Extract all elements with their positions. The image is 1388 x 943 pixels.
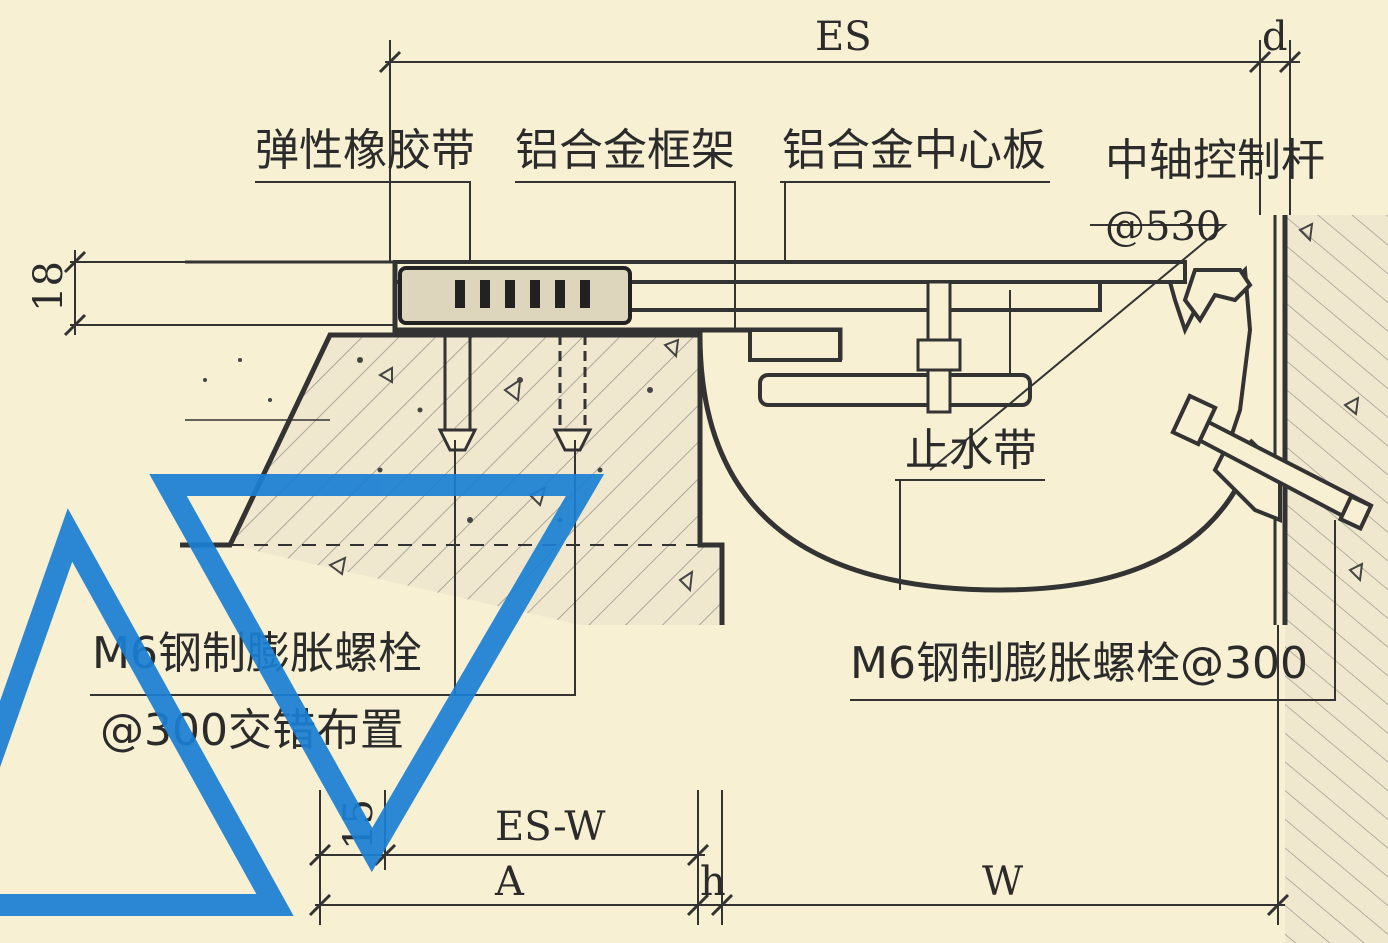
dimension-d: d <box>1262 14 1288 60</box>
label-anchor-bolt-right: M6钢制膨胀螺栓@300 <box>850 638 1308 689</box>
label-anchor-bolt-left-line2: @300交错布置 <box>100 705 404 756</box>
dimension-18: 18 <box>26 261 72 312</box>
dimension-a: A <box>494 859 525 905</box>
left-anchor-bolts <box>437 335 593 452</box>
label-aluminum-center-plate: 铝合金中心板 <box>782 125 1046 176</box>
right-wall <box>1273 215 1388 943</box>
dimension-es-minus-w: ES-W <box>495 804 606 850</box>
waterstop <box>697 334 1253 593</box>
label-center-axis-rod: 中轴控制杆 <box>1105 135 1325 186</box>
label-aluminum-frame: 铝合金框架 <box>515 125 735 176</box>
dimension-h: h <box>700 859 726 905</box>
dimension-es: ES <box>815 14 872 60</box>
aluminum-center-plate <box>640 280 1170 414</box>
label-rod-spacing: @530 <box>1105 204 1221 250</box>
leader-lines <box>90 181 1336 701</box>
center-axis-control-rod <box>1100 265 1374 532</box>
dimension-w: W <box>982 859 1023 905</box>
label-waterstop: 止水带 <box>905 425 1037 476</box>
dimension-lines <box>63 40 1302 925</box>
watermark-triangles <box>0 474 605 916</box>
label-rubber-strip: 弹性橡胶带 <box>255 125 475 176</box>
elastic-rubber-strip <box>398 266 632 325</box>
